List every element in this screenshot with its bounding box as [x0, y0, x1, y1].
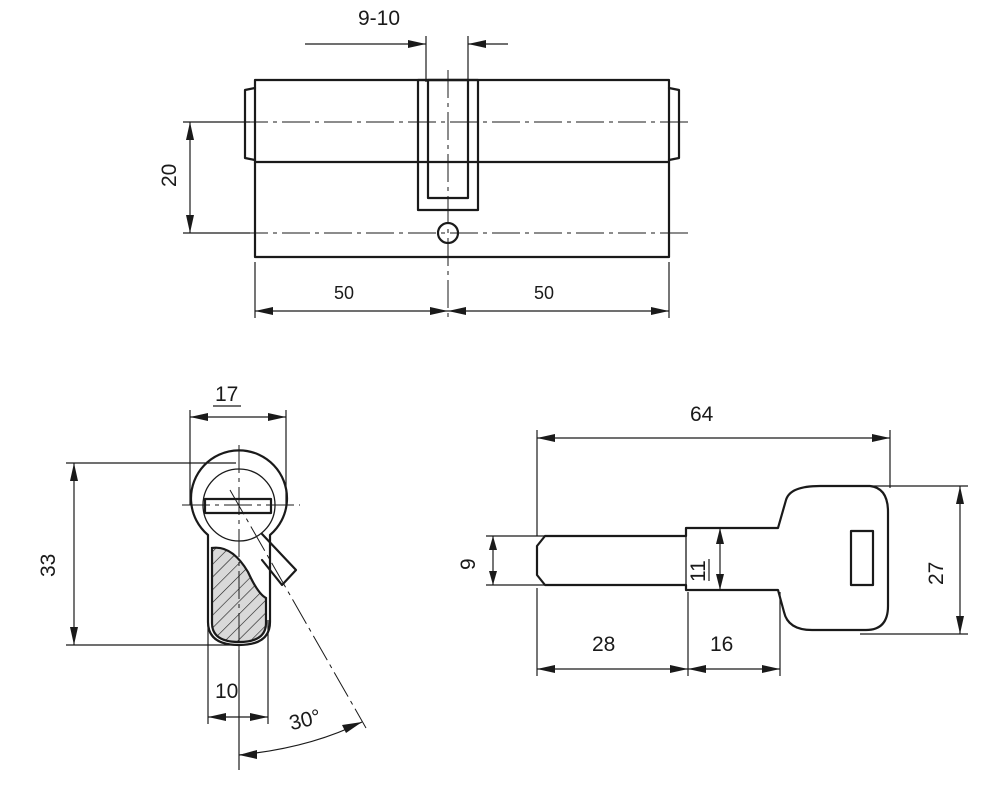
dimension-cam-angle: 30°: [238, 650, 363, 770]
dimension-key-step: 11: [687, 528, 724, 590]
plug-keyway: [203, 497, 273, 515]
dimension-key-head-height: 27: [860, 485, 968, 635]
right-cap: [667, 86, 681, 162]
dimension-key-length: 64: [536, 403, 891, 536]
label-key-step-height: 11: [687, 560, 710, 582]
label-key-blade-length: 28: [592, 633, 615, 656]
dimension-key-blade-height: 9: [457, 535, 545, 586]
cylinder-side-view: 9-10 20 50 50: [158, 7, 688, 320]
label-cam-angle: 30°: [287, 705, 323, 735]
dimension-cam-slot: 9-10: [305, 7, 508, 82]
cam-tab: [260, 532, 298, 587]
label-cylinder-height: 20: [158, 164, 181, 187]
dimension-profile-bottom: 10: [207, 620, 269, 724]
dimension-lengths: 50 50: [254, 262, 670, 318]
label-profile-height: 33: [37, 554, 60, 577]
label-left-length: 50: [334, 283, 354, 303]
profile-outline: [189, 449, 289, 647]
dimension-cylinder-height: 20: [158, 121, 250, 234]
label-key-shoulder-length: 16: [710, 633, 733, 656]
cam-angle-line: [229, 489, 367, 729]
dimension-key-blade-lengths: 28 16: [536, 588, 781, 676]
label-key-head-height: 27: [925, 562, 948, 585]
key-bow-slot: [849, 529, 875, 587]
cylinder-body-outline: [253, 78, 671, 259]
left-cap: [243, 86, 257, 162]
label-key-length: 64: [690, 403, 714, 426]
key-outline: [535, 484, 890, 632]
label-profile-bottom-width: 10: [215, 680, 238, 703]
label-right-length: 50: [534, 283, 554, 303]
label-profile-width: 17: [215, 383, 238, 406]
label-key-blade-height: 9: [457, 558, 480, 570]
cylinder-profile-view: 17 33 10 30°: [37, 383, 367, 770]
key-view: 64 9 11: [457, 403, 968, 676]
dimension-profile-width: 17: [189, 383, 287, 505]
label-cam-slot-width: 9-10: [358, 7, 400, 30]
